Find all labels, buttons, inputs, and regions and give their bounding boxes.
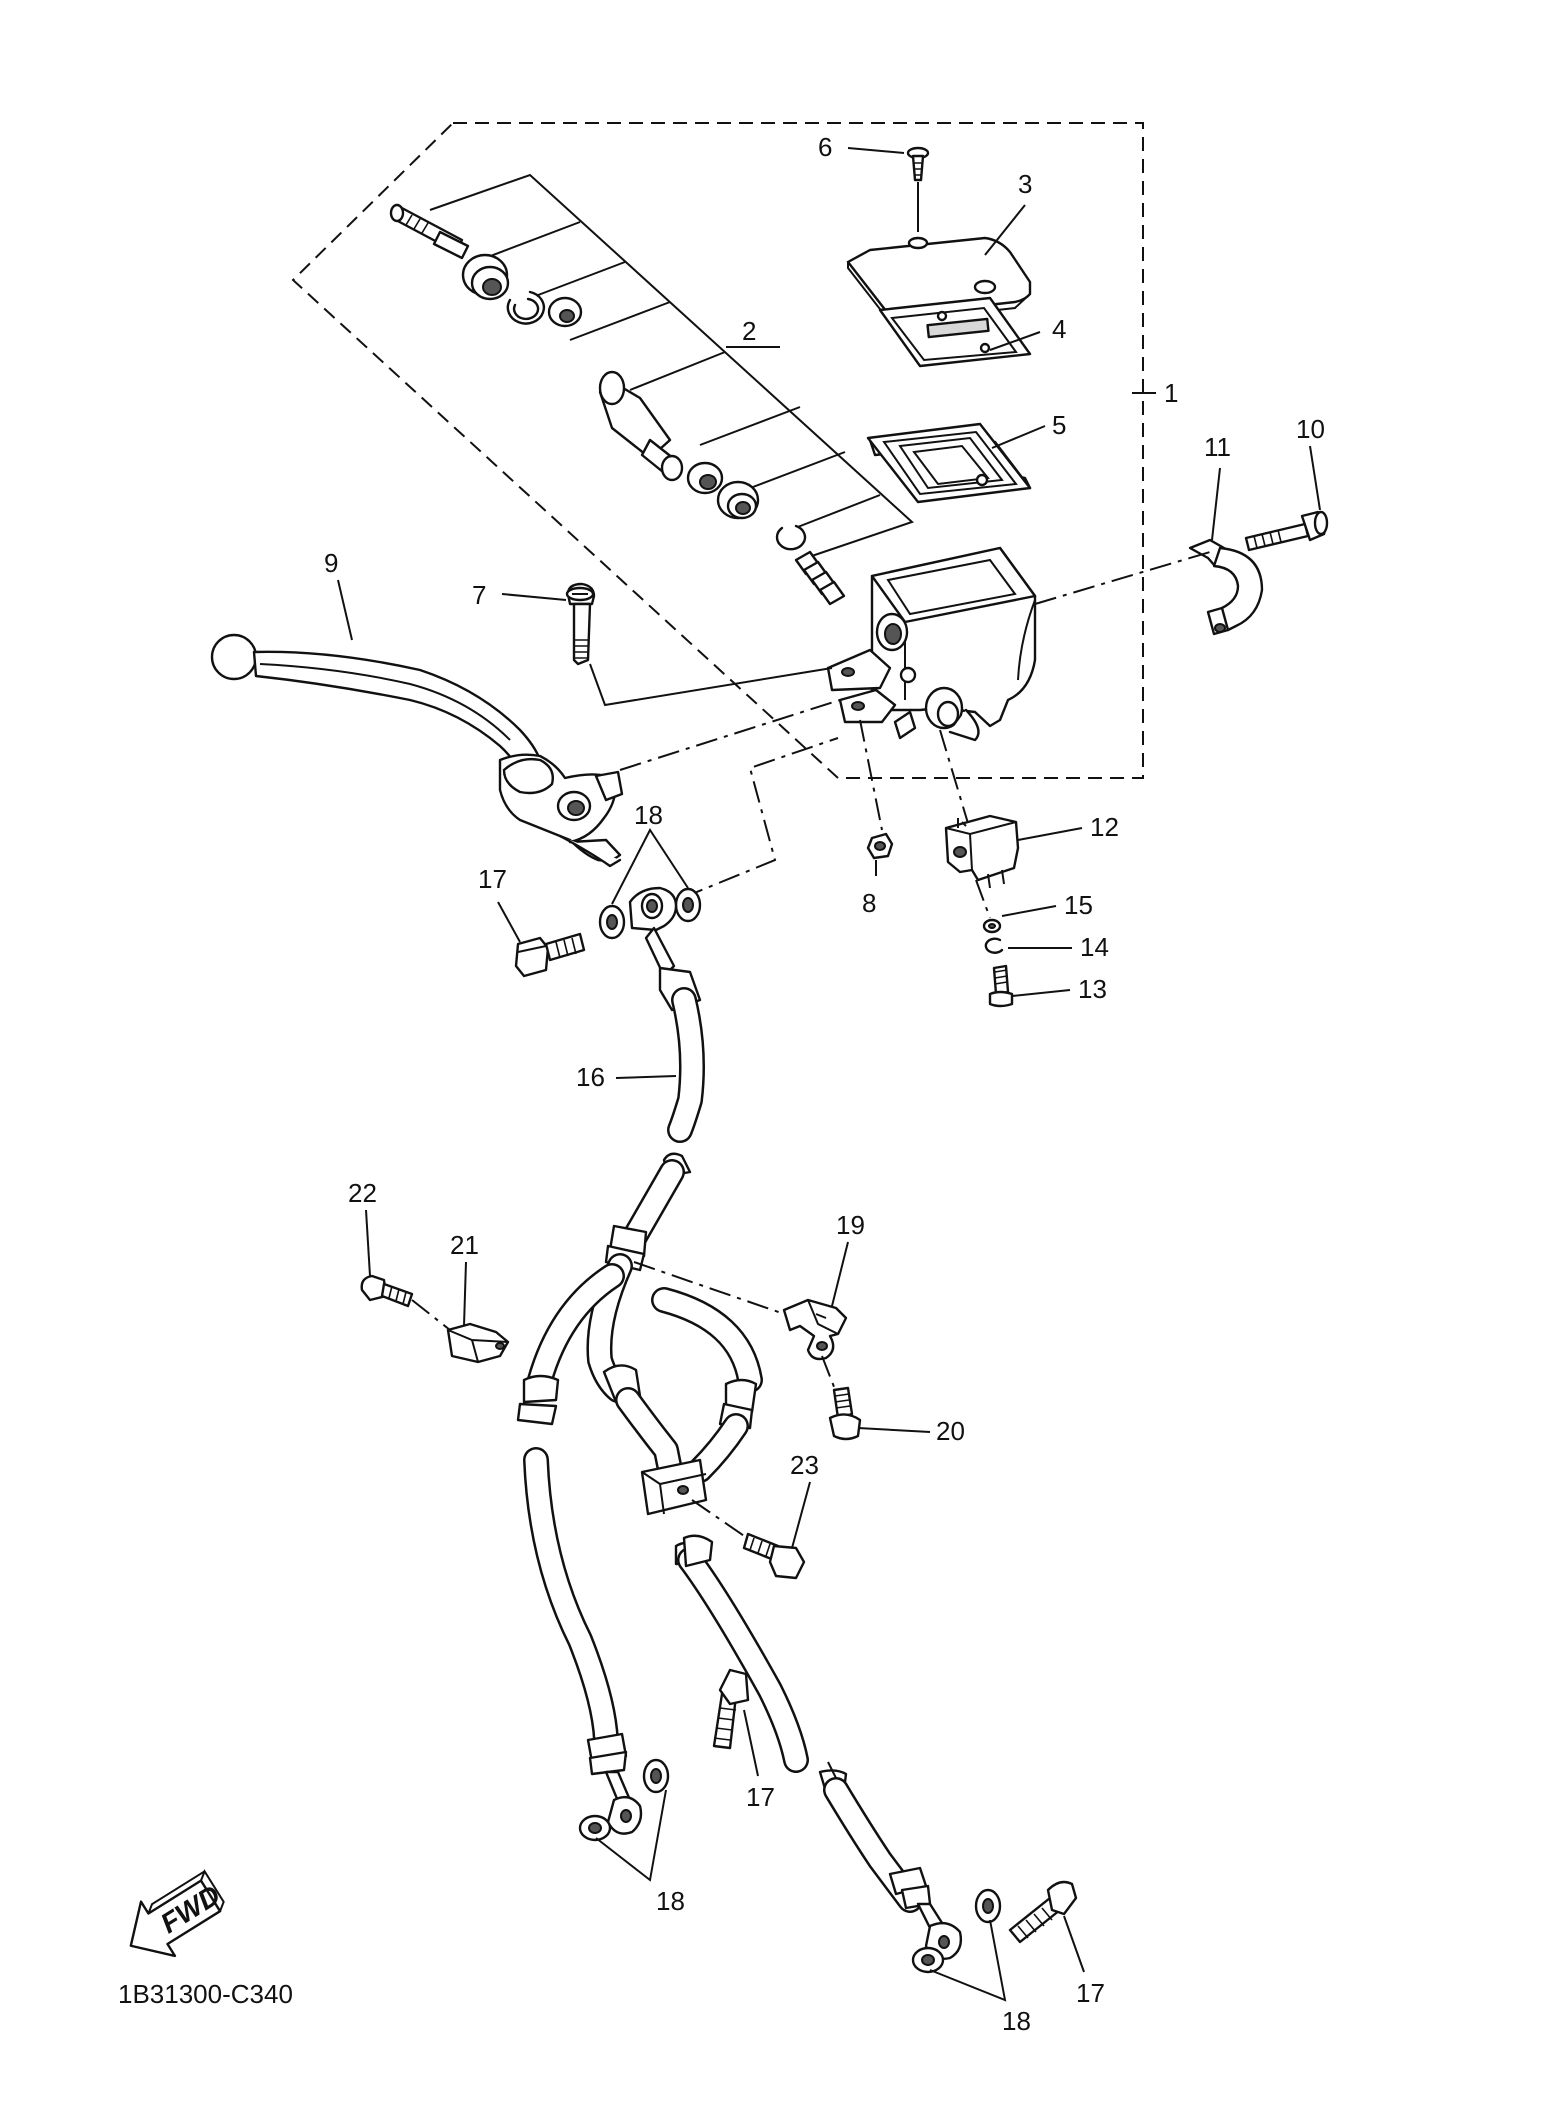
- pivot-bolt: [565, 582, 596, 666]
- callout-3: 3: [1018, 169, 1032, 199]
- master-cylinder-assembly-boundary: [291, 122, 1144, 779]
- callout-4: 4: [1052, 314, 1066, 344]
- switch-washer: [982, 918, 1002, 934]
- cap-screw: [906, 146, 930, 232]
- bracket-bolt: [828, 1386, 862, 1441]
- circlip: [506, 290, 546, 325]
- copper-washer-upper-left: [598, 904, 626, 940]
- banjo-bolt-upper: [514, 932, 586, 978]
- callout-17-lower-left: 17: [746, 1782, 775, 1812]
- callout-7: 7: [472, 580, 486, 610]
- callout-1: 1: [1164, 378, 1178, 408]
- forward-arrow-icon: FWD: [129, 1869, 226, 1958]
- piston-kit-leader-lines: [429, 173, 914, 561]
- clamp-bolt: [360, 1274, 414, 1308]
- reservoir-cap: [846, 236, 1032, 324]
- banjo-bolt-lower-right: [1008, 1880, 1078, 1944]
- callout-19: 19: [836, 1210, 865, 1240]
- callout-21: 21: [450, 1230, 479, 1260]
- piston: [598, 370, 684, 482]
- diagram-code: 1B31300-C340: [118, 1979, 293, 2009]
- diaphragm: [866, 422, 1032, 504]
- callout-11: 11: [1204, 432, 1231, 462]
- callout-15: 15: [1064, 890, 1093, 920]
- master-cylinder-body: [826, 546, 1037, 742]
- brake-lever: [210, 633, 624, 868]
- callout-9: 9: [324, 548, 338, 578]
- callout-18-lower-left: 18: [656, 1886, 685, 1916]
- callout-10: 10: [1296, 414, 1325, 444]
- callout-22: 22: [348, 1178, 377, 1208]
- callout-16: 16: [576, 1062, 605, 1092]
- piston-kit: [389, 203, 846, 606]
- push-rod: [389, 203, 470, 260]
- copper-washer-lower-left-a: [642, 1758, 670, 1794]
- switch-screw: [988, 964, 1014, 1008]
- callout-numbers: 1 2 3 4 5 6 7 8 9 10 11 12 13 14 15 16 1…: [324, 132, 1325, 2036]
- callout-13: 13: [1078, 974, 1107, 1004]
- holder-bolt: [1244, 510, 1329, 552]
- callout-18-lower-right: 18: [1002, 2006, 1031, 2036]
- copper-washer-lower-left-b: [578, 1814, 612, 1842]
- stopper-washer: [547, 296, 583, 328]
- lower-brake-hoses: [516, 1253, 963, 1960]
- switch-spring-washer: [984, 937, 1004, 954]
- callout-18-upper: 18: [634, 800, 663, 830]
- copper-washer-lower-right-b: [911, 1946, 945, 1974]
- upper-brake-hose: [604, 886, 705, 1272]
- primary-cup: [686, 461, 724, 495]
- copper-washer-upper-right: [674, 887, 702, 923]
- dust-boot: [461, 253, 510, 301]
- callout-2: 2: [742, 316, 756, 346]
- copper-washer-lower-right-a: [974, 1888, 1002, 1924]
- hose-guide-bracket: [782, 1298, 848, 1361]
- callout-14: 14: [1080, 932, 1109, 962]
- callout-23: 23: [790, 1450, 819, 1480]
- return-spring: [794, 550, 846, 606]
- snap-ring: [775, 524, 807, 551]
- hose-clamp: [446, 1322, 510, 1364]
- joint-bolt: [742, 1532, 806, 1580]
- callout-6: 6: [818, 132, 832, 162]
- callout-17-lower-right: 17: [1076, 1978, 1105, 2008]
- callout-8: 8: [862, 888, 876, 918]
- handlebar-holder: [1188, 538, 1264, 636]
- front-brake-switch: [944, 814, 1020, 889]
- secondary-cup: [716, 480, 760, 520]
- callout-leaders: [337, 147, 1321, 2002]
- banjo-bolt-lower-left: [712, 1668, 750, 1750]
- callout-20: 20: [936, 1416, 965, 1446]
- lever-nut: [866, 832, 894, 860]
- callout-12: 12: [1090, 812, 1119, 842]
- callout-17-upper: 17: [478, 864, 507, 894]
- callout-5: 5: [1052, 410, 1066, 440]
